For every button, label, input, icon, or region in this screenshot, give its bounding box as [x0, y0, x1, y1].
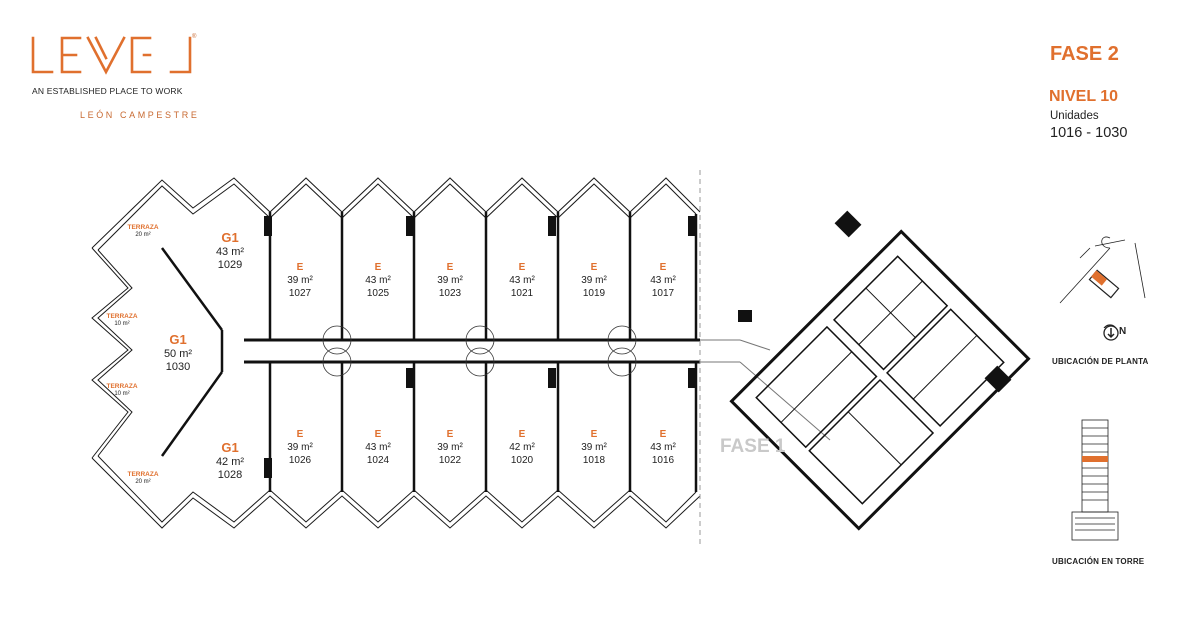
unit-number: 1025	[367, 288, 390, 299]
unit-type: E	[375, 262, 382, 273]
unit-type: E	[447, 262, 454, 273]
unit-label: E 39 m² 1019	[581, 262, 607, 299]
unit-area: 43 m²	[365, 275, 391, 286]
unit-area: 43 m²	[216, 246, 244, 258]
terrace-label: TERRAZA	[106, 383, 137, 390]
unit-type: G1	[169, 332, 186, 347]
north-facade	[91, 177, 701, 249]
unit-type: E	[297, 262, 304, 273]
brand-tagline: AN ESTABLISHED PLACE TO WORK	[32, 86, 183, 96]
terrace-label: TERRAZA	[127, 224, 158, 231]
unit-label: E 39 m² 1023	[437, 262, 463, 299]
level-logo	[31, 36, 192, 75]
unit-area: 50 m²	[164, 348, 192, 360]
unit-type: E	[375, 429, 382, 440]
unit-area: 39 m²	[581, 442, 607, 453]
unit-area: 39 m²	[437, 442, 463, 453]
unit-type: E	[660, 262, 667, 273]
fase-1-core	[729, 229, 1031, 531]
unit-number: 1020	[511, 455, 534, 466]
plan-location-key	[1059, 236, 1146, 328]
unit-type: E	[519, 429, 526, 440]
unit-label: E 43 m² 1017	[650, 262, 676, 299]
terrace-area: 20 m²	[135, 232, 150, 238]
unit-label: E 43 m² 1024	[365, 429, 391, 466]
unit-number: 1026	[289, 455, 312, 466]
unit-area: 42 m²	[216, 456, 244, 468]
unit-type: G1	[221, 440, 238, 455]
unit-number: 1024	[367, 455, 390, 466]
unit-label: E 39 m² 1022	[437, 429, 463, 466]
unit-number: 1016	[652, 455, 675, 466]
tower-location-key	[1071, 419, 1119, 541]
fase-1-label: FASE 1	[720, 436, 786, 457]
unit-area: 43 m²	[509, 275, 535, 286]
registered-mark: ®	[192, 34, 197, 40]
terrace-label: TERRAZA	[127, 471, 158, 478]
unit-label: E 43 m² 1021	[509, 262, 535, 299]
unit-type: E	[591, 262, 598, 273]
plan-location-title: UBICACIÓN DE PLANTA	[1052, 357, 1149, 366]
unit-number: 1030	[166, 361, 190, 373]
unit-number: 1019	[583, 288, 606, 299]
terrace-area: 10 m²	[114, 321, 129, 327]
unit-number: 1017	[652, 288, 675, 299]
unit-area: 43 m²	[650, 275, 676, 286]
unit-area: 43 m²	[650, 442, 676, 453]
unit-type: E	[660, 429, 667, 440]
unit-number: 1028	[218, 469, 242, 481]
unit-number: 1023	[439, 288, 462, 299]
unit-area: 39 m²	[287, 442, 313, 453]
terrace-area: 10 m²	[114, 391, 129, 397]
unit-area: 43 m²	[365, 442, 391, 453]
unit-type: E	[591, 429, 598, 440]
unit-number: 1022	[439, 455, 462, 466]
unit-label: E 39 m² 1027	[287, 262, 313, 299]
north-label: N	[1119, 326, 1127, 337]
units-range: 1016 - 1030	[1050, 125, 1128, 141]
unit-label: E 43 m² 1025	[365, 262, 391, 299]
unit-type: E	[447, 429, 454, 440]
unit-label: E 39 m² 1018	[581, 429, 607, 466]
unit-type: G1	[221, 230, 238, 245]
unit-number: 1021	[511, 288, 534, 299]
unit-area: 42 m²	[509, 442, 535, 453]
unit-label: E 39 m² 1026	[287, 429, 313, 466]
unit-label: E 42 m² 1020	[509, 429, 535, 466]
unit-number: 1018	[583, 455, 606, 466]
unit-area: 39 m²	[437, 275, 463, 286]
brand-location: LEÓN CAMPESTRE	[80, 110, 200, 120]
unit-label: E 43 m² 1016	[650, 429, 676, 466]
level-title: NIVEL 10	[1049, 88, 1119, 105]
unit-type: E	[519, 262, 526, 273]
phase-title: FASE 2	[1050, 43, 1119, 65]
unit-area: 39 m²	[287, 275, 313, 286]
south-facade	[91, 457, 701, 529]
unit-number: 1027	[289, 288, 312, 299]
terrace-area: 20 m²	[135, 479, 150, 485]
units-label: Unidades	[1050, 110, 1099, 122]
unit-number: 1029	[218, 259, 242, 271]
tower-location-title: UBICACIÓN EN TORRE	[1052, 557, 1145, 566]
north-arrow-icon	[1103, 325, 1119, 346]
terrace-label: TERRAZA	[106, 313, 137, 320]
unit-area: 39 m²	[581, 275, 607, 286]
unit-type: E	[297, 429, 304, 440]
